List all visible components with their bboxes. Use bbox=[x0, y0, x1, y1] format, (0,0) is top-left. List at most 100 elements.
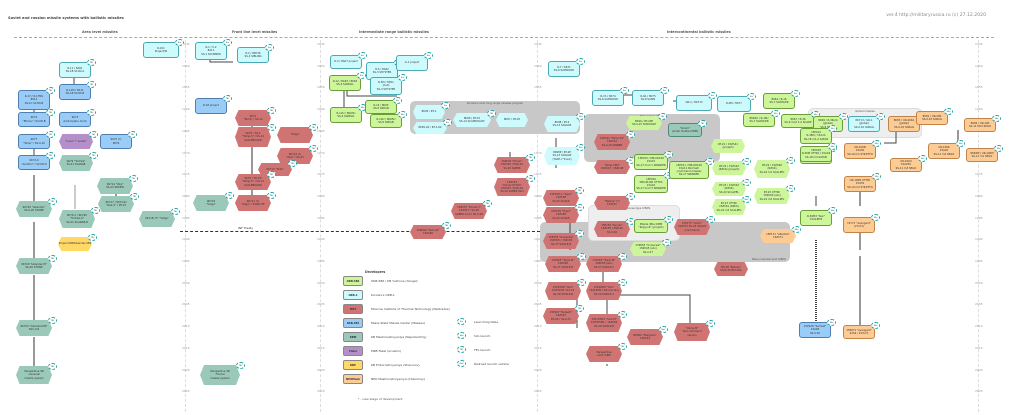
missile-node-pioner3[interactable]: 15Zh57 "Pioner-3" 15Zh57 / SS-20 SABER m… bbox=[451, 200, 492, 219]
missile-node-grom[interactable]: 15P175 "Grom" 15Zh75 SS-25 SICKLE (comma… bbox=[674, 216, 715, 235]
missile-node-universal[interactable]: 15P065 "Universal" 15Zh65 (silo) SS-X-27… bbox=[630, 239, 671, 256]
missile-node-gnom[interactable]: "Gnom" (small mobile ICBM)TEL bbox=[668, 120, 707, 137]
missile-node-rt21[interactable]: RT-21 / 15Zh41 (project) bbox=[711, 139, 745, 153]
missile-node-rt25[interactable]: 8K97 / RT-25 bbox=[496, 113, 528, 127]
missile-node-mr_ur100[interactable]: 15P015 / MR-UR100 15A15 SS-17 mod 1 SPAN… bbox=[634, 151, 673, 170]
missile-node-pioner[interactable]: 15Zh45 "Pioner" 15Zh45 / RSD-10 SS-20 SA… bbox=[494, 154, 535, 173]
missile-node-rt23s[interactable]: RT-23 UTTKh 15Zh60 (silo) SS-24 m2 SCALP… bbox=[754, 185, 795, 204]
missile-node-universal2[interactable]: 15P155 "Universal" 15Zh55 / 15Zh65 SS-27… bbox=[543, 230, 584, 249]
missile-node-volga[interactable]: "Volga"TEL bbox=[277, 124, 318, 143]
missile-node-rt22[interactable]: RT-22 / 15Zh42 (RZhK) (project)Rail bbox=[712, 158, 751, 175]
missile-node-rt2p[interactable]: 8K98P / RT-2P SS-13 SAVAGE (TAKE-7 Trunk… bbox=[544, 144, 585, 165]
missile-node-temps2[interactable]: 9K76 / TR-1M "Temp-S" / SS-12 SCALEBOARD… bbox=[235, 171, 276, 190]
missile-node-mobile[interactable]: Mobile little ICBM "Kopyo-R" (project)TE… bbox=[634, 216, 673, 233]
missile-node-yars[interactable]: 15P155M "Yars" 15Zh55M / RS-24 SS-29 SIC… bbox=[545, 279, 586, 300]
missile-node-volga2[interactable]: 9K716 "Volga"TEL bbox=[193, 192, 234, 211]
missile-node-mr_cmd[interactable]: 15P011 / MR-UR100 15A11 Perimetr (comman… bbox=[669, 158, 714, 179]
missile-node-rt23utth[interactable]: RT-23 UTTKh 15Zh61 (RZhK) SS-24 m3 SCALP… bbox=[712, 196, 751, 215]
missile-node-pionerutth[interactable]: 15Zh53 "Pioner-UTTKh" 15Zh53 / RSD-10 SS… bbox=[494, 175, 535, 196]
missile-node-yarsm[interactable]: 15P155M1 "Yars-M" 15Zh55M1 / 15Zh66 SS-2… bbox=[586, 311, 627, 332]
missile-node-topolm2[interactable]: 15P165 "Topol-M" 15Zh65 (silo) SS-27 SIC… bbox=[586, 253, 627, 272]
missile-node-bulava[interactable]: 3M-30 "Bulava" SS-N-30 BULAVA bbox=[714, 262, 748, 276]
missile-node-avangard[interactable]: 15Y71 "Avangard" (2Yu71)Silo bbox=[843, 214, 880, 233]
missile-node-heli[interactable]: 9K73 (helicopters mod)TEL bbox=[59, 109, 96, 127]
missile-node-yarss[interactable]: 15P165M "Yars" 15Zh65M / RS-24 (silo) SS… bbox=[586, 279, 627, 300]
missile-node-volga3[interactable]: 9K718-??? "Volga"TEL bbox=[139, 208, 180, 227]
missile-node-r36m2[interactable]: 15P018 R-36M UTTKh / 15A18 SS-18 m4 SATA… bbox=[800, 143, 837, 162]
missile-node-mr_ur100u[interactable]: 15P016 MR-UR100 UTTKh 15A16 SS-17 mod 3 … bbox=[634, 172, 673, 193]
missile-node-skat[interactable]: 9K713 "Skat"TEL bbox=[258, 160, 297, 176]
missile-node-ur200a[interactable]: 8K83 / UR-200A (global) SS-X-10 SCRAGSil… bbox=[888, 113, 925, 132]
missile-node-luna[interactable]: "Luna" / "Lunka"TEL bbox=[59, 131, 98, 149]
missile-node-tochkau[interactable]: 9K79-1 / 9K79U "Tochka-U" SS-21 SCARAB-B… bbox=[59, 207, 100, 228]
